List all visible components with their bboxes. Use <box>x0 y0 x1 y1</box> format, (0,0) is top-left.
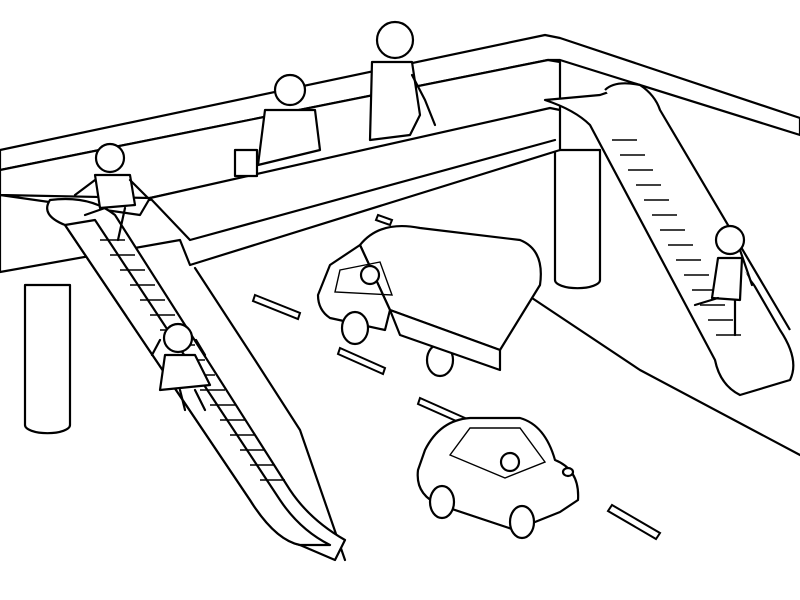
road <box>193 213 800 562</box>
truck-cargo <box>358 224 542 352</box>
truck <box>316 224 542 378</box>
person-elderly-man-with-cane <box>368 20 437 142</box>
escalator-steps <box>612 139 741 336</box>
lane-dash <box>336 346 387 376</box>
car-driver-head <box>499 451 521 473</box>
escalator-rail <box>604 82 791 331</box>
road-right-edge <box>518 288 800 457</box>
lane-dash <box>374 213 394 227</box>
car-wheel <box>508 504 536 540</box>
car-body <box>416 416 580 532</box>
truck-wheel <box>340 310 370 346</box>
car-wheel <box>428 484 456 520</box>
car <box>416 416 580 540</box>
car-headlight <box>561 466 575 478</box>
person-girl-on-escalator <box>150 322 212 412</box>
person-girl-right-escalator <box>693 224 754 337</box>
road-left-edge <box>193 266 347 562</box>
person-man-with-briefcase <box>233 73 322 178</box>
truck-driver-head <box>359 264 381 286</box>
left-pillar <box>23 283 72 435</box>
right-pillar <box>553 148 602 290</box>
lane-dash <box>606 503 662 541</box>
right-escalator <box>543 82 795 397</box>
person-boy-top-left <box>73 142 152 242</box>
lane-dash <box>251 293 302 321</box>
